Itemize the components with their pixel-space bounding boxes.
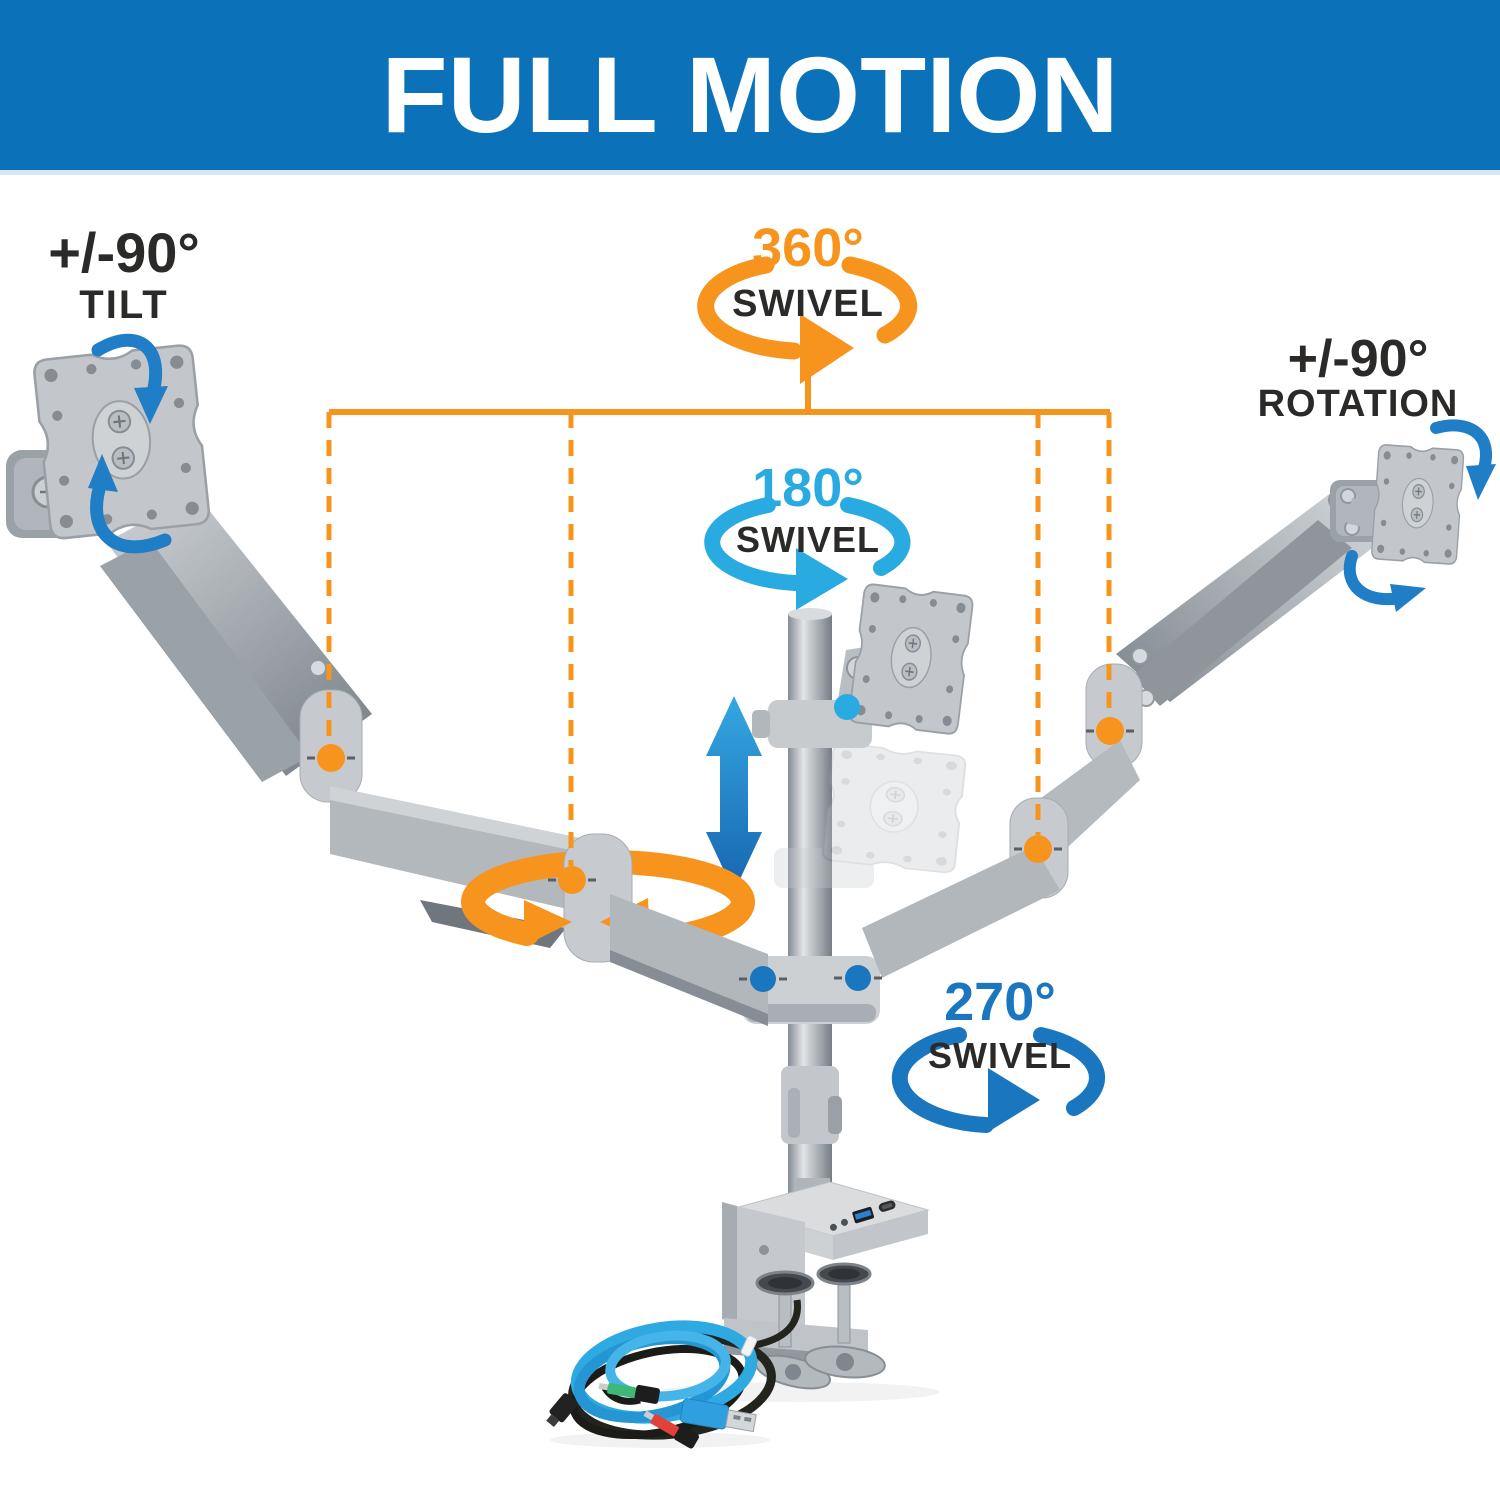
swivel-180-label: SWIVEL bbox=[736, 519, 880, 560]
right-inner-arm bbox=[862, 846, 1060, 978]
vesa-plate-ghost bbox=[774, 741, 968, 888]
joint-marker-dot bbox=[1096, 717, 1124, 745]
audio-port bbox=[840, 1218, 848, 1226]
right-spring-link bbox=[1132, 520, 1352, 706]
left-monitor-mount bbox=[6, 333, 212, 554]
page-title: FULL MOTION bbox=[382, 34, 1119, 155]
black-plug bbox=[546, 1393, 578, 1428]
cable-bundle bbox=[546, 1299, 801, 1449]
rotation-annotation: +/-90° ROTATION bbox=[1258, 330, 1459, 425]
monitor-arm-left bbox=[100, 494, 768, 1026]
height-adjust-arrow-icon bbox=[706, 696, 762, 892]
joint-marker-dot bbox=[317, 744, 345, 772]
joint-marker-dot bbox=[845, 965, 871, 991]
left-inner-arm bbox=[610, 894, 768, 1014]
red-audio-jack bbox=[643, 1410, 699, 1449]
monitor-arm-right bbox=[862, 490, 1388, 978]
green-audio-jack bbox=[598, 1382, 660, 1404]
vesa-plate-right bbox=[1370, 443, 1465, 566]
left-spring-link bbox=[100, 540, 310, 782]
right-monitor-mount bbox=[1330, 419, 1496, 612]
swivel-ring-360-icon bbox=[697, 256, 918, 384]
clamp-wing-knob bbox=[804, 1345, 886, 1379]
cable-clip bbox=[828, 1096, 842, 1134]
vesa-plate-left bbox=[31, 342, 212, 541]
joint-marker-dot bbox=[1024, 835, 1052, 863]
cable-tie bbox=[740, 1335, 758, 1357]
swivel-ring-180-icon bbox=[704, 497, 911, 610]
header-band bbox=[0, 0, 1500, 170]
swivel-270-label: SWIVEL bbox=[928, 1035, 1072, 1076]
dashed-guide-lines bbox=[326, 412, 1112, 866]
usb-a-connector bbox=[679, 1398, 757, 1433]
joint-marker-dot bbox=[558, 866, 586, 894]
rotation-degrees-label: +/-90° bbox=[1288, 330, 1429, 388]
swivel-360-label: SWIVEL bbox=[732, 283, 884, 325]
port-row bbox=[829, 1200, 896, 1231]
tilt-degrees-label: +/-90° bbox=[48, 221, 200, 284]
swivel-270-degrees-label: 270° bbox=[944, 972, 1056, 1032]
joint-marker-dot bbox=[834, 694, 860, 720]
swivel-360-annotation: 360° SWIVEL bbox=[697, 218, 918, 384]
tilt-annotation: +/-90° TILT bbox=[48, 221, 200, 327]
vesa-plate-center bbox=[847, 582, 975, 736]
swivel-270-annotation: 270° SWIVEL bbox=[891, 972, 1105, 1133]
joint-markers bbox=[307, 694, 1134, 992]
rotation-arrows-icon bbox=[1343, 419, 1496, 612]
header-banner: FULL MOTION bbox=[0, 0, 1500, 175]
tilt-arrows-icon bbox=[88, 333, 172, 554]
header-divider bbox=[0, 170, 1500, 175]
swivel-180-annotation: 180° SWIVEL bbox=[704, 458, 911, 610]
audio-port bbox=[829, 1223, 837, 1231]
joint-marker-dot bbox=[750, 966, 776, 992]
swivel-ring-270-icon bbox=[891, 1027, 1105, 1133]
tilt-label: TILT bbox=[79, 283, 168, 327]
rotation-label: ROTATION bbox=[1258, 383, 1459, 425]
